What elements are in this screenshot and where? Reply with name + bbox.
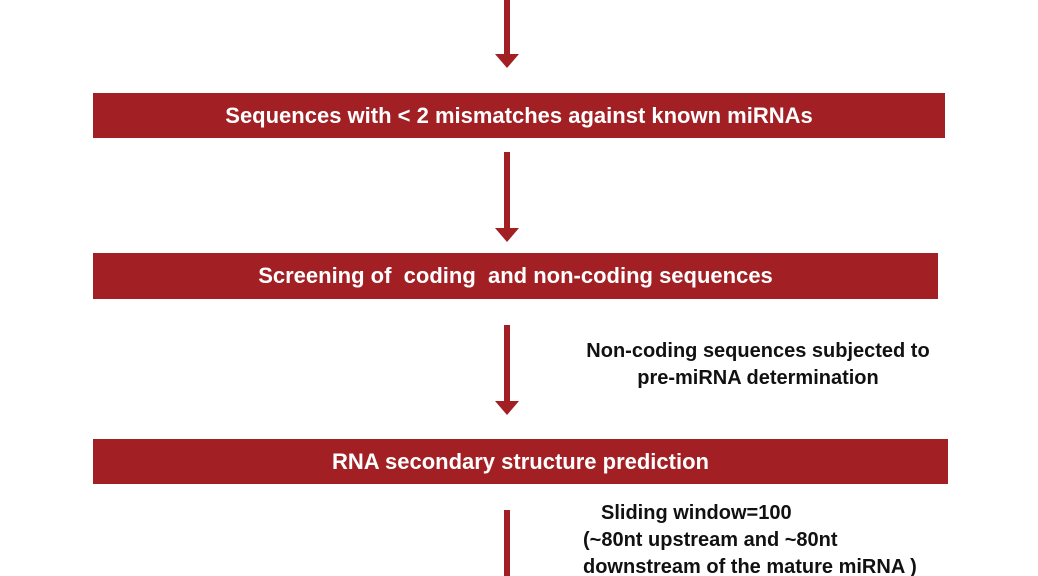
arrow-shaft [504,0,510,56]
note-sliding-window: Sliding window=100 (~80nt upstream and ~… [583,500,1023,576]
arrow-shaft [504,325,510,403]
step-box-coding-screening: Screening of coding and non-coding seque… [93,253,938,299]
note-line: (~80nt upstream and ~80nt [583,529,838,551]
flow-arrow-top [495,0,519,68]
step-label-mismatch-filter: Sequences with < 2 mismatches against kn… [225,102,813,128]
note-line: downstream of the mature miRNA ) [583,556,917,576]
arrow-head [495,228,519,242]
step-label-secondary-structure: RNA secondary structure prediction [332,448,709,474]
step-label-coding-screening: Screening of coding and non-coding seque… [258,263,773,288]
step-box-mismatch-filter: Sequences with < 2 mismatches against kn… [93,93,945,138]
flow-arrow-2 [495,325,519,415]
note-line: Non-coding sequences subjected to [586,340,930,362]
arrow-head [495,54,519,68]
note-premirna-determination: Non-coding sequences subjected to pre-mi… [548,338,968,392]
note-line: pre-miRNA determination [637,367,879,389]
arrow-shaft [504,510,510,576]
note-line: Sliding window=100 [601,502,792,524]
flow-arrow-3 [495,510,519,576]
arrow-head [495,401,519,415]
step-box-secondary-structure: RNA secondary structure prediction [93,439,948,484]
arrow-shaft [504,152,510,230]
flow-arrow-1 [495,152,519,242]
